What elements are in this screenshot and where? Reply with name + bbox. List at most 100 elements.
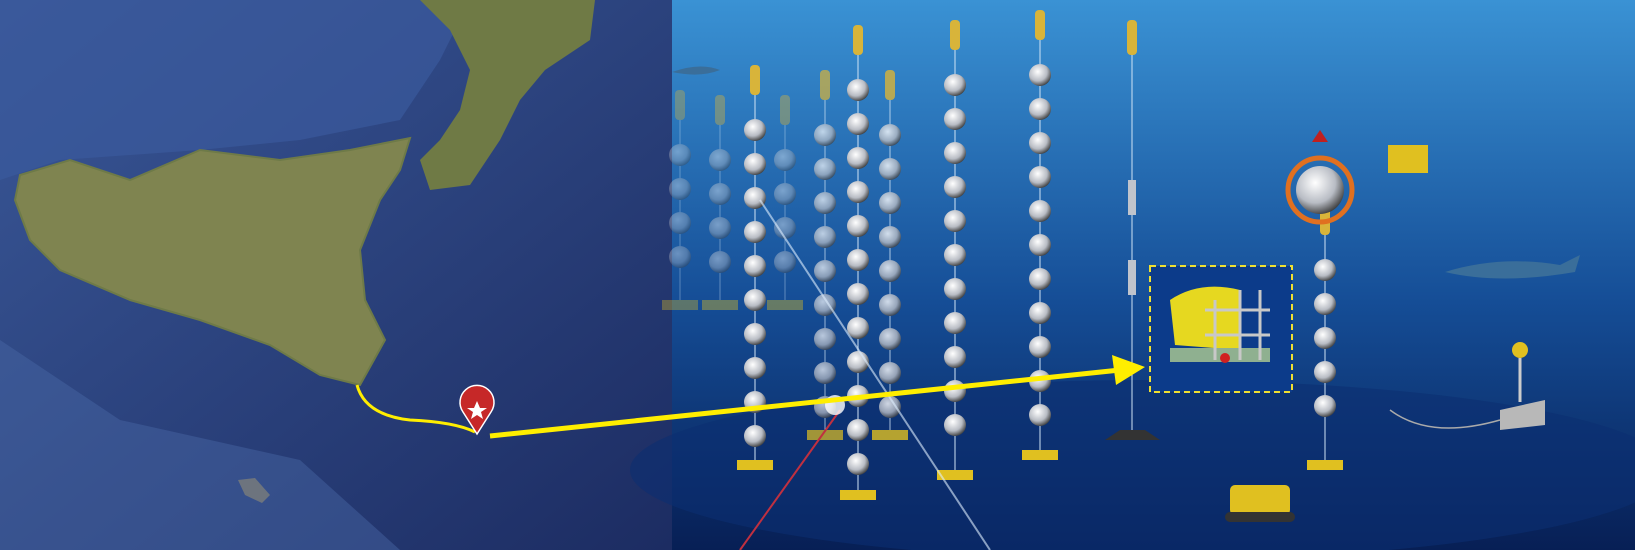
anchor-base [1307,460,1343,470]
optical-module [744,323,766,345]
optical-module [1029,200,1051,222]
optical-module [814,158,836,180]
junction-box [1500,342,1545,430]
rov [1225,485,1295,522]
anchor-base [872,430,908,440]
optical-module [774,251,796,273]
optical-module [1314,395,1336,417]
optical-module [744,425,766,447]
optical-module [744,153,766,175]
optical-module [1029,302,1051,324]
optical-module [944,312,966,334]
optical-module [1029,64,1051,86]
satellite-map [0,0,672,550]
anchor-base [767,300,803,310]
detection-string [807,70,843,440]
optical-module [847,79,869,101]
buoy [780,95,790,125]
optical-module [944,346,966,368]
calabria-land [420,0,595,190]
optical-module [847,419,869,441]
detection-string [737,65,773,470]
buoy [750,65,760,95]
optical-module [744,255,766,277]
optical-module [669,178,691,200]
optical-module [847,249,869,271]
buoy [853,25,863,55]
optical-module [847,147,869,169]
optical-module [879,328,901,350]
optical-module [847,453,869,475]
optical-module [879,226,901,248]
detector-inset-icon [1149,265,1293,393]
whale [672,66,720,75]
optical-module [1029,336,1051,358]
map-pin-star-icon [459,384,495,436]
optical-module [944,142,966,164]
location-connector [355,355,1145,439]
optical-module [847,283,869,305]
optical-module [744,119,766,141]
optical-module [669,144,691,166]
optical-module [744,221,766,243]
anchor-base [662,300,698,310]
optical-module [814,226,836,248]
buoy [950,20,960,50]
optical-module [814,192,836,214]
optical-module [1314,293,1336,315]
instrumentation-line [1105,20,1160,440]
detection-string [702,95,738,310]
detection-string [840,25,876,500]
anchor-base [1022,450,1058,460]
optical-module [944,176,966,198]
optical-module [847,181,869,203]
anchor-base [702,300,738,310]
optical-module [814,124,836,146]
optical-module [847,317,869,339]
optical-module [944,414,966,436]
buoy [1035,10,1045,40]
malta-land [238,478,270,503]
featured-detector-module [1285,130,1428,225]
optical-module [1314,361,1336,383]
optical-module [814,362,836,384]
whale [1445,255,1580,279]
optical-module [669,212,691,234]
optical-module [944,278,966,300]
detection-string [767,95,803,310]
optical-module [774,183,796,205]
optical-module [879,192,901,214]
optical-module [879,362,901,384]
telescope-illustration [630,0,1635,550]
optical-module [709,183,731,205]
optical-module [744,357,766,379]
optical-module [879,158,901,180]
optical-module [944,74,966,96]
optical-module [847,113,869,135]
optical-module [879,260,901,282]
optical-module [879,294,901,316]
optical-module [774,217,796,239]
optical-module [1029,268,1051,290]
sicily-land [13,136,412,387]
buoy [675,90,685,120]
optical-module [1029,234,1051,256]
optical-module [744,187,766,209]
anchor-base [840,490,876,500]
detection-string [872,70,908,440]
optical-module [744,289,766,311]
optical-module [879,124,901,146]
optical-module [709,251,731,273]
optical-module [879,396,901,418]
optical-module [709,217,731,239]
optical-module [944,108,966,130]
optical-module [814,328,836,350]
optical-module [1029,132,1051,154]
anchor-base [737,460,773,470]
optical-module [814,294,836,316]
detection-string [662,90,698,310]
optical-module [774,149,796,171]
buoy [885,70,895,100]
optical-module [1029,166,1051,188]
